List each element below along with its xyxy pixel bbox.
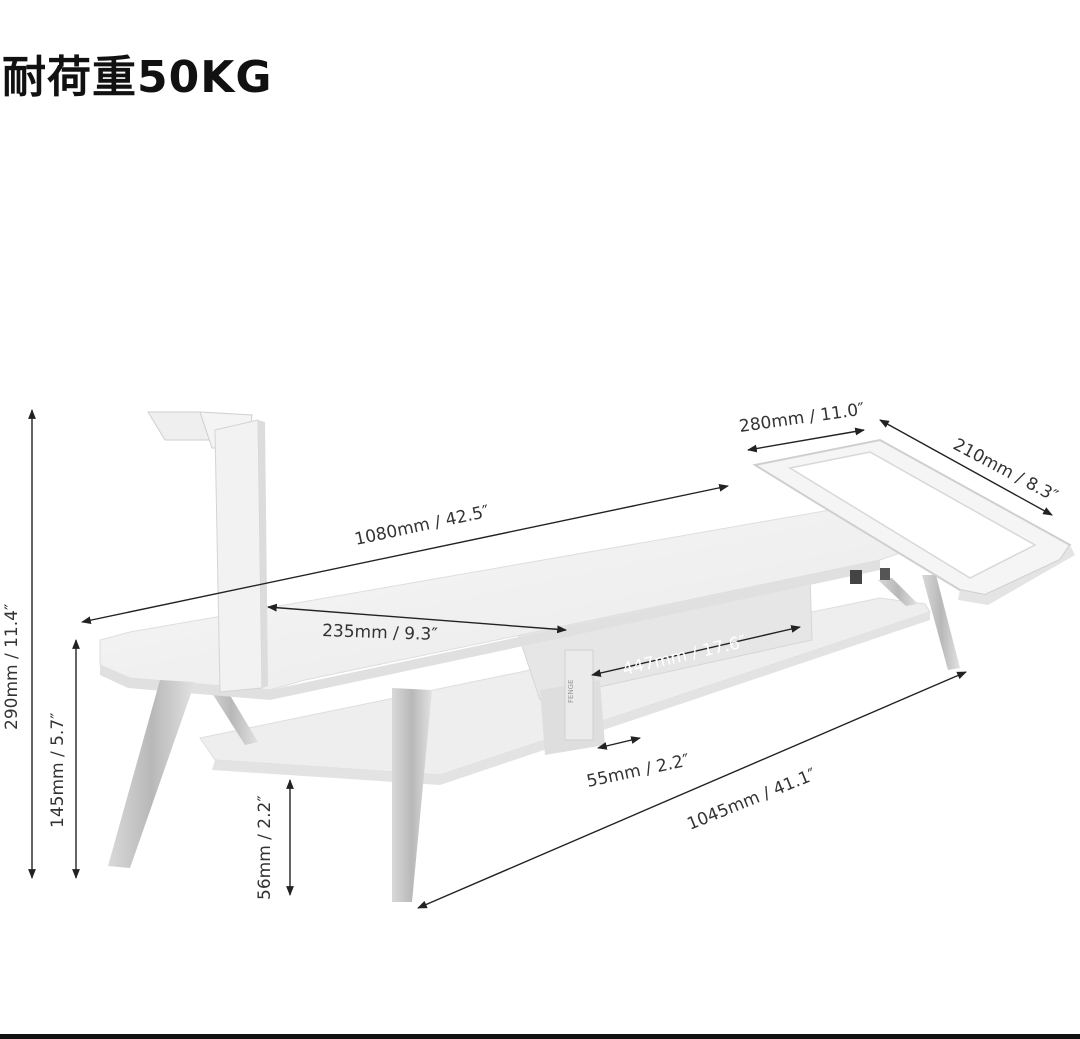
total-length-label: 1080mm / 42.5″ [353,502,491,550]
hook-offset-line [267,603,567,634]
base-length-line [417,671,967,909]
load-capacity-title: 耐荷重50KG [2,52,273,103]
drawer-width-line [591,625,801,677]
total-length-line [81,483,729,625]
tray-width-line [747,427,865,453]
dimension-lines [28,409,1053,909]
tray-depth-line [879,419,1053,516]
bottom-divider [0,1034,1080,1039]
base-length-label: 1045mm / 41.1″ [684,765,819,835]
shelf-height-label: 145mm / 5.7″ [48,713,68,829]
back-legs [205,575,960,745]
tray-width-label: 280mm / 11.0″ [738,400,866,437]
total-height-label: 290mm / 11.4″ [2,604,22,730]
svg-text:FENGE: FENGE [567,679,575,703]
leg-clearance-label: 56mm / 2.2″ [255,795,275,900]
hook-offset-label: 235mm / 9.3″ [322,621,438,645]
drawer-depth-label: 55mm / 2.2″ [585,751,692,792]
